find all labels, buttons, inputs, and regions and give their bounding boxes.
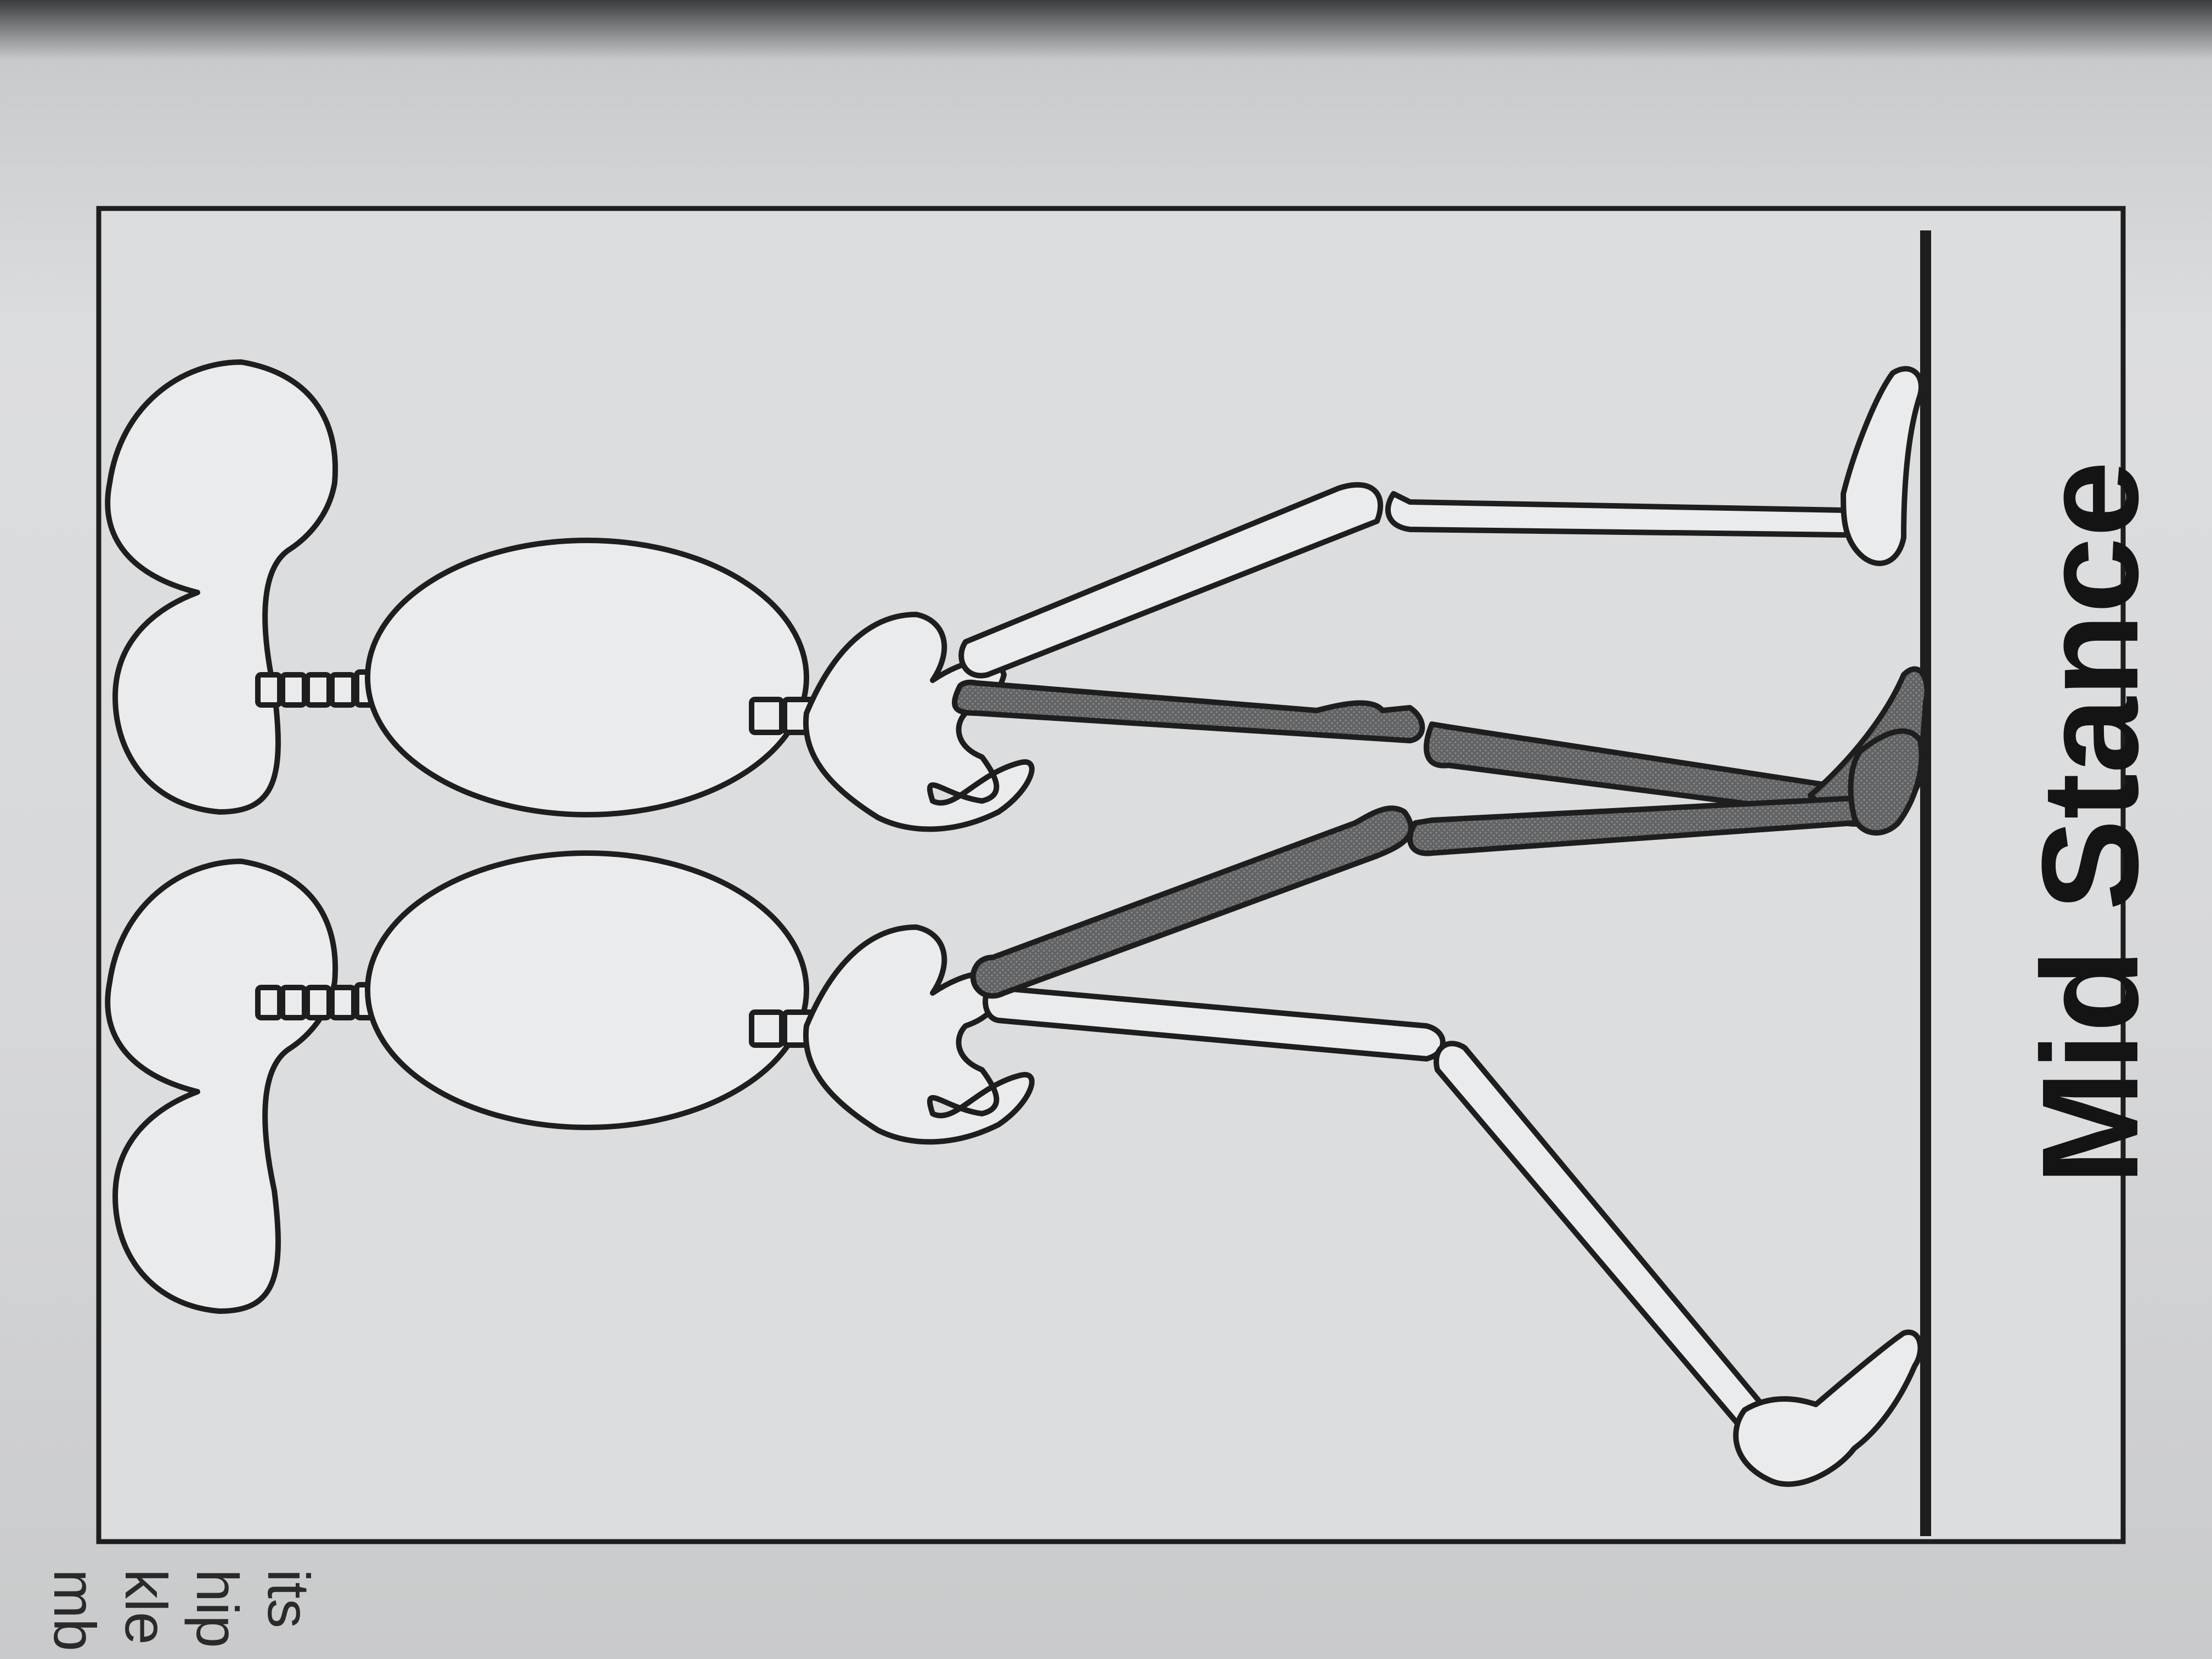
figure-caption: Mid Stance xyxy=(2022,461,2159,1185)
figure-frame xyxy=(99,208,2123,1542)
ribcage-right xyxy=(368,540,806,815)
ribcage-left xyxy=(368,853,806,1127)
